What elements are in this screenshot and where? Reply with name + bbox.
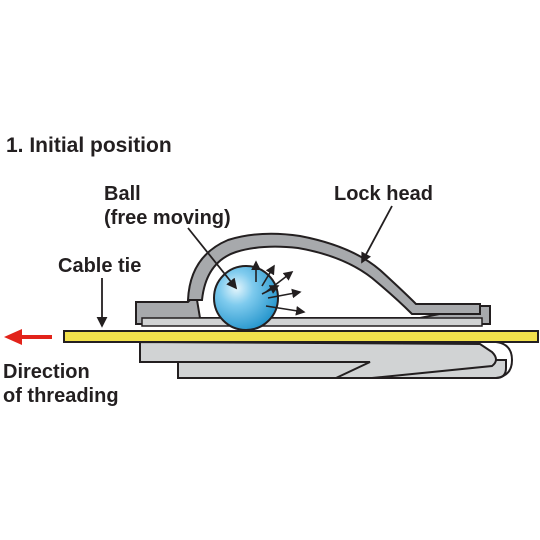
lock-head [186,232,481,315]
direction-arrow [4,329,52,345]
housing-inner-strip [141,317,483,327]
lock-head-label: Lock head [334,183,433,205]
cable-tie-strip [63,330,539,343]
lock-head-leader-line [361,205,393,264]
direction-label-line2: of threading [3,385,119,407]
cable-tie-label: Cable tie [58,255,142,277]
direction-label: Direction of threading [3,360,119,408]
ball-label-line1: Ball [104,183,141,205]
direction-label-line1: Direction [3,361,90,383]
ball-label: Ball (free moving) [104,182,231,230]
housing-middle-plate [139,340,497,379]
ball-label-line2: (free moving) [104,207,231,229]
step-title: 1. Initial position [6,134,172,157]
housing-return-loop [480,341,514,379]
ball-motion-arrows [251,260,306,316]
ball-leader-line [187,227,238,290]
